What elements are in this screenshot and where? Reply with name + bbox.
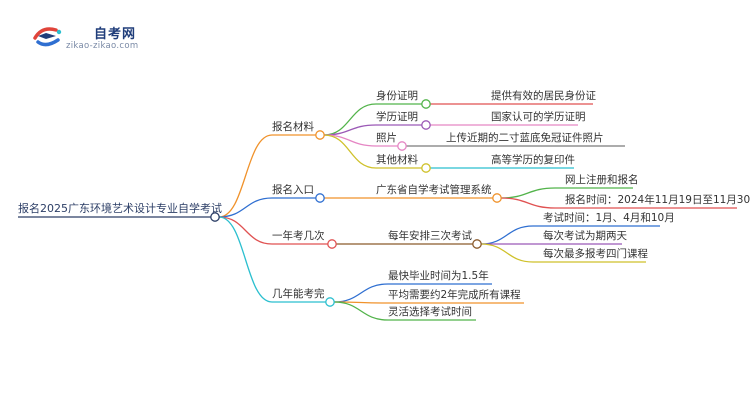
subtopic: 其他材料 (376, 154, 418, 166)
subtopic-collapse-toggle[interactable] (421, 163, 431, 173)
subtopic-link (333, 301, 389, 321)
subtopic: 学历证明 (376, 111, 418, 123)
root-branch-link (218, 216, 273, 245)
root-branch-link (218, 134, 273, 218)
leaf-topic: 高等学历的复印件 (491, 154, 575, 166)
site-name: 自考网 (94, 27, 137, 42)
root-branch-link (218, 197, 273, 218)
branch-collapse-toggle[interactable] (325, 297, 335, 307)
branch-collapse-toggle[interactable] (315, 193, 325, 203)
leaf-link (480, 243, 534, 263)
subtopic: 灵活选择考试时间 (388, 306, 472, 318)
subtopic: 身份证明 (376, 90, 418, 102)
leaf-link (500, 187, 556, 199)
subtopic: 每年安排三次考试 (388, 230, 472, 242)
branch-topic: 报名入口 (272, 184, 314, 196)
leaf-topic: 每次最多报考四门课程 (543, 248, 648, 260)
graduation-cap-icon (33, 27, 62, 47)
subtopic-collapse-toggle[interactable] (397, 141, 407, 151)
leaf-topic: 每次考试为期两天 (543, 230, 627, 242)
leaf-link (500, 197, 556, 209)
site-url: zikao-zikao.com (66, 41, 139, 51)
root-collapse-toggle[interactable] (210, 212, 220, 222)
leaf-topic: 考试时间：1月、4月和10月 (543, 212, 675, 224)
subtopic: 平均需要约2年完成所有课程 (388, 289, 521, 301)
subtopic: 照片 (376, 132, 397, 144)
branch-collapse-toggle[interactable] (315, 130, 325, 140)
leaf-topic: 上传近期的二寸蓝底免冠证件照片 (446, 132, 604, 144)
site-logo[interactable]: 自考网 zikao-zikao.com (28, 18, 148, 56)
subtopic-link (333, 283, 389, 303)
subtopic-collapse-toggle[interactable] (421, 120, 431, 130)
subtopic-link (323, 134, 377, 169)
subtopic: 最快毕业时间为1.5年 (388, 270, 489, 282)
branch-topic: 报名材料 (272, 121, 314, 133)
branch-collapse-toggle[interactable] (327, 239, 337, 249)
leaf-topic: 提供有效的居民身份证 (491, 90, 596, 102)
branch-topic: 一年考几次 (272, 230, 325, 242)
leaf-topic: 国家认可的学历证明 (491, 111, 586, 123)
leaf-link (480, 225, 534, 245)
leaf-topic: 网上注册和报名 (565, 174, 639, 186)
subtopic: 广东省自学考试管理系统 (376, 184, 492, 196)
branch-topic: 几年能考完 (272, 288, 325, 300)
subtopic-collapse-toggle[interactable] (492, 193, 502, 203)
leaf-topic: 报名时间：2024年11月19日至11月30日 (565, 194, 750, 206)
subtopic-collapse-toggle[interactable] (421, 99, 431, 109)
root-topic: 报名2025广东环境艺术设计专业自学考试 (18, 202, 222, 215)
subtopic-collapse-toggle[interactable] (472, 239, 482, 249)
root-branch-link (218, 216, 273, 303)
